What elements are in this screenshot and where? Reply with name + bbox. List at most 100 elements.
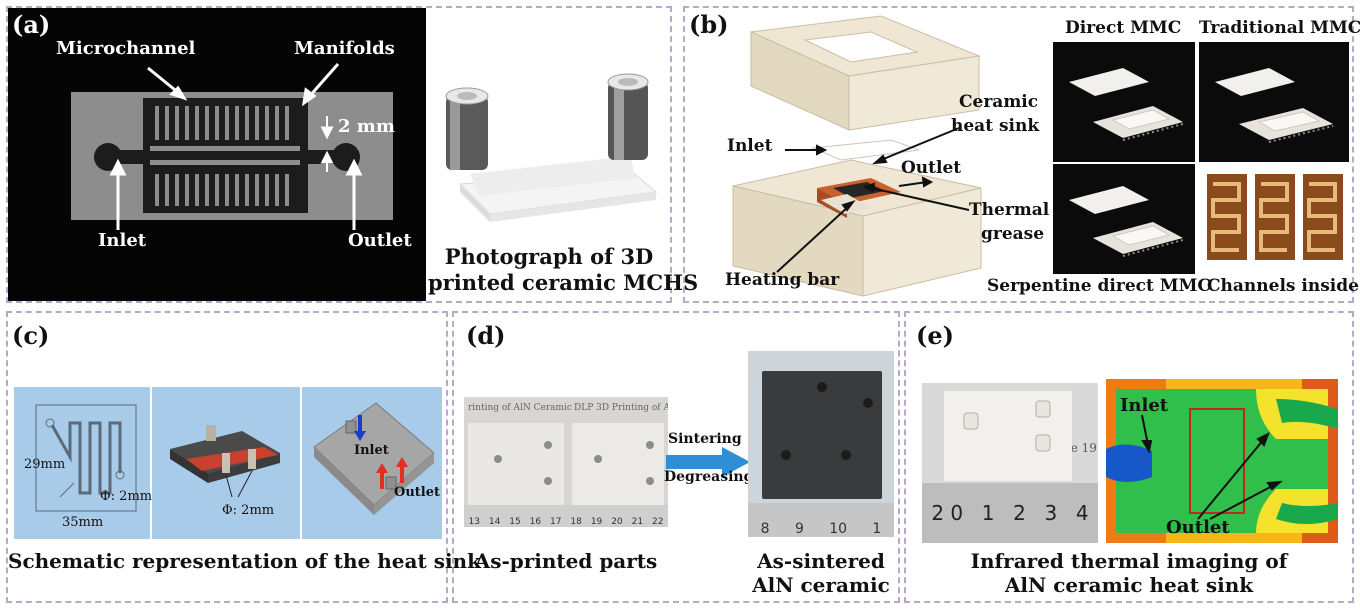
- ruler-left: 13 14 15 16 17 18 19 20 21 22: [464, 505, 668, 527]
- printed-part-right: [572, 423, 664, 505]
- thermal-grease-label-2: grease: [981, 224, 1045, 244]
- schematic-section: Φ: 2mm: [152, 387, 302, 539]
- manifolds-label: Manifolds: [294, 38, 395, 59]
- serpentine-mmc-photo: [1053, 164, 1195, 274]
- microchannel-drawing: [71, 63, 393, 230]
- panel-e-frame: [904, 311, 1354, 603]
- schematic-iso: Inlet Outlet: [302, 387, 442, 539]
- inlet-label: Inlet: [98, 230, 147, 251]
- ruler-tick: 10: [829, 521, 848, 537]
- dim-35mm-label: 35mm: [62, 515, 104, 530]
- thermal-grease-label-1: Thermal: [969, 200, 1050, 220]
- outlet-label-e: Outlet: [1166, 517, 1230, 538]
- panel-c-caption: Schematic representation of the heat sin…: [8, 549, 481, 573]
- panel-e-caption-line2: AlN ceramic heat sink: [1004, 573, 1254, 598]
- outlet-label-b: Outlet: [901, 158, 962, 178]
- mchs-photo: [445, 73, 658, 222]
- panel-e-label: (e): [916, 321, 954, 350]
- direct-mmc-label: Direct MMC: [1065, 18, 1182, 38]
- ruler-tick: 14: [488, 517, 501, 527]
- as-sintered-photo: 8 9 10 1: [748, 351, 894, 537]
- ruler-tick: 13: [468, 517, 480, 527]
- inlet-label-b: Inlet: [727, 136, 773, 156]
- process-arrow: [666, 447, 750, 477]
- channels-inside-photo: [1199, 164, 1349, 274]
- sintering-label: Sintering: [668, 431, 742, 447]
- ruler-tick: 21: [631, 517, 644, 527]
- as-printed-caption: As-printed parts: [474, 549, 658, 573]
- ruler-tick: 1: [872, 521, 882, 537]
- microchannel-photo: [8, 8, 426, 301]
- inlet-label-c: Inlet: [354, 443, 389, 458]
- as-sintered-caption-line1: As-sintered: [757, 549, 885, 573]
- thermal-image: Inlet Outlet: [1106, 379, 1338, 543]
- printed-part-left: [468, 423, 564, 505]
- schematic-strip: 29mm 35mm Φ: 2mm Φ: 2mm: [14, 387, 442, 539]
- ceramic-heat-sink-label-1: Ceramic: [959, 92, 1039, 112]
- printed-holes: [494, 441, 654, 485]
- inlet-label-e: Inlet: [1120, 395, 1169, 416]
- ruler-tick: 9: [794, 521, 804, 537]
- exploded-view: [732, 15, 982, 297]
- ruler-tick: 15: [509, 517, 521, 527]
- schematic-2d-drawing: [35, 404, 137, 512]
- traditional-mmc-photo: [1199, 42, 1349, 162]
- ruler-tick: 8: [760, 521, 770, 537]
- background-text: ce 19: [1064, 441, 1097, 455]
- phi-2mm-label-2: Φ: 2mm: [222, 503, 275, 518]
- panel-a-caption: Photograph of 3D printed ceramic MCHS: [428, 244, 699, 295]
- microchannel-label: Microchannel: [56, 38, 196, 59]
- ruler-e: 2 0 1 2 3 4: [922, 483, 1098, 543]
- panel-e: (e) ce 19 2 0 1 2 3 4: [906, 313, 1352, 601]
- direct-mmc-drawing: [1069, 68, 1184, 141]
- panel-e-caption: Infrared thermal imaging of AlN ceramic …: [906, 549, 1352, 598]
- panel-c-label: (c): [12, 321, 50, 350]
- sintered-plate: [762, 371, 882, 499]
- heat-sink-plate: [944, 391, 1072, 481]
- printed-part-right-text: DLP 3D Printing of A: [574, 403, 668, 413]
- panel-b-frame: [683, 6, 1354, 303]
- ruler-tick: 16: [529, 517, 542, 527]
- channels-inside-drawing: [1207, 174, 1343, 260]
- schematic-2d: 29mm 35mm Φ: 2mm: [14, 387, 152, 539]
- exploded-arrows: [776, 127, 970, 273]
- ruler-tick: 18: [570, 517, 582, 527]
- panel-a-label: (a): [12, 10, 51, 39]
- heat-sink-ports: [963, 400, 1051, 452]
- heating-bar-label: Heating bar: [725, 270, 840, 290]
- thermal-drawing: [1106, 379, 1338, 543]
- panel-e-caption-line1: Infrared thermal imaging of: [970, 549, 1288, 573]
- serpentine-label: Serpentine direct MMC: [987, 276, 1211, 296]
- panel-a-frame: [6, 6, 672, 303]
- as-sintered-caption: As-sintered AlN ceramic: [738, 549, 904, 598]
- ruler-tick: 17: [550, 517, 562, 527]
- outlet-label: Outlet: [348, 230, 412, 251]
- ceramic-heat-sink-label-2: heat sink: [951, 116, 1040, 136]
- heat-sink-photo: ce 19 2 0 1 2 3 4: [922, 383, 1098, 543]
- phi-2mm-label-1: Φ: 2mm: [100, 489, 153, 504]
- sintered-holes: [781, 382, 873, 460]
- ruler-tick: 19: [590, 517, 603, 527]
- dim-29mm-label: 29mm: [24, 457, 66, 472]
- panel-b-label: (b): [689, 10, 729, 39]
- as-printed-photo: rinting of AlN Ceramic DLP 3D Printing o…: [464, 397, 668, 527]
- channels-inside-label: Channels inside: [1207, 276, 1359, 296]
- panel-a: (a) Microchannel Manifolds 2 mm Inlet Ou…: [8, 8, 699, 301]
- schematic-section-drawing: [170, 425, 280, 498]
- as-sintered-caption-line2: AlN ceramic: [752, 573, 890, 598]
- serpentine-mmc-drawing: [1069, 186, 1184, 257]
- ruler-right: 8 9 10 1: [748, 503, 894, 537]
- ruler-tick: 2: [1013, 501, 1026, 525]
- ruler-tick: 20: [611, 517, 623, 527]
- ruler-tick: 22: [651, 517, 664, 527]
- outlet-label-c: Outlet: [394, 485, 440, 500]
- traditional-mmc-label: Traditional MMC: [1199, 18, 1360, 38]
- panel-a-caption-line2: printed ceramic MCHS: [428, 269, 699, 295]
- ruler-tick: 4: [1075, 501, 1089, 525]
- direct-mmc-photo: [1053, 42, 1195, 162]
- ruler-tick: 2 0: [931, 501, 964, 525]
- panel-d-frame: [452, 311, 900, 603]
- printed-part-left-text: rinting of AlN Ceramic: [468, 403, 572, 413]
- ruler-tick: 1: [981, 501, 995, 525]
- panel-b: (b) Ceramic heat sink Inlet Outlet Therm…: [685, 8, 1360, 301]
